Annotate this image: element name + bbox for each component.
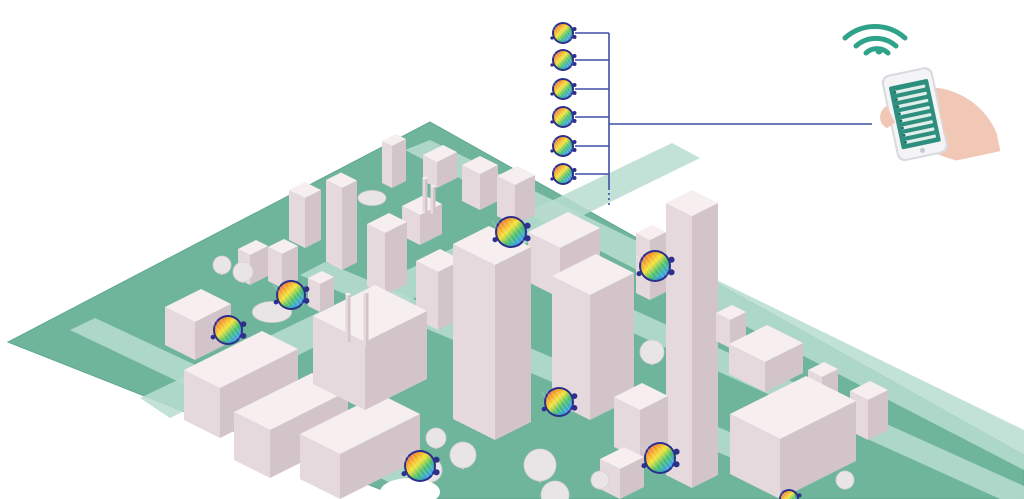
trees [212, 190, 855, 499]
chain-sensor-1 [550, 22, 577, 44]
screen-row-2 [895, 91, 927, 102]
chimney-4 [363, 290, 369, 346]
building-4 [497, 166, 535, 225]
tree-5 [639, 339, 665, 366]
building-29 [600, 447, 644, 499]
building-14 [453, 226, 531, 440]
city-sensor-8 [777, 489, 802, 499]
tree-7 [449, 441, 477, 470]
tree-11 [590, 470, 610, 490]
building-1 [382, 134, 406, 188]
building-10 [268, 239, 298, 288]
chain-sensor-6 [550, 163, 577, 185]
screen-row-4 [898, 105, 930, 116]
tree-4 [357, 190, 387, 206]
sensor-network-lines [575, 32, 872, 206]
chimney-3 [345, 292, 351, 342]
buildings [165, 134, 888, 499]
building-8 [367, 213, 407, 295]
city-sensor-2 [635, 250, 675, 282]
tree-1 [212, 255, 232, 275]
screen-row-8 [904, 134, 936, 144]
finger-2 [942, 119, 954, 137]
finger-1 [939, 104, 951, 122]
building-3 [462, 156, 498, 210]
home-button [920, 147, 926, 153]
screen-row-3 [896, 98, 929, 109]
chain-sensor-5 [550, 135, 577, 157]
chain-sensor-3 [550, 78, 577, 100]
screen-row-6 [901, 120, 933, 130]
chain-sensor-2 [550, 49, 577, 71]
screen-row-7 [902, 127, 935, 137]
building-6 [326, 172, 357, 270]
smartphone-icon [880, 67, 1001, 162]
city-sensor-7 [400, 450, 440, 482]
tree-cluster-base [380, 478, 440, 499]
tree-8 [523, 448, 557, 483]
building-15 [552, 254, 634, 420]
tree-2 [232, 261, 254, 283]
building-21 [300, 394, 420, 499]
screen-row-5 [899, 113, 932, 123]
city-sensor-4 [209, 315, 247, 345]
building-5 [289, 182, 321, 248]
city-sensor-1 [491, 216, 531, 248]
city-sensor-6 [640, 442, 680, 474]
building-11 [308, 271, 334, 312]
building-23 [716, 305, 746, 348]
tree-10 [540, 480, 570, 499]
tree-6 [425, 427, 447, 449]
receiver-group [842, 24, 1001, 162]
building-28 [730, 376, 856, 499]
building-16 [666, 190, 718, 488]
thumb [880, 105, 896, 129]
building-24 [729, 325, 803, 392]
chimney-1 [422, 176, 428, 212]
tree-12 [835, 470, 855, 490]
chimney-2 [430, 184, 436, 214]
chain-sensor-4 [550, 106, 577, 128]
sensor-nodes [209, 22, 802, 499]
wifi-icon [842, 24, 908, 56]
building-22 [313, 285, 427, 410]
screen-row-1 [893, 84, 926, 94]
city-sensor-5 [540, 387, 578, 417]
city-sensor-3 [272, 280, 310, 310]
